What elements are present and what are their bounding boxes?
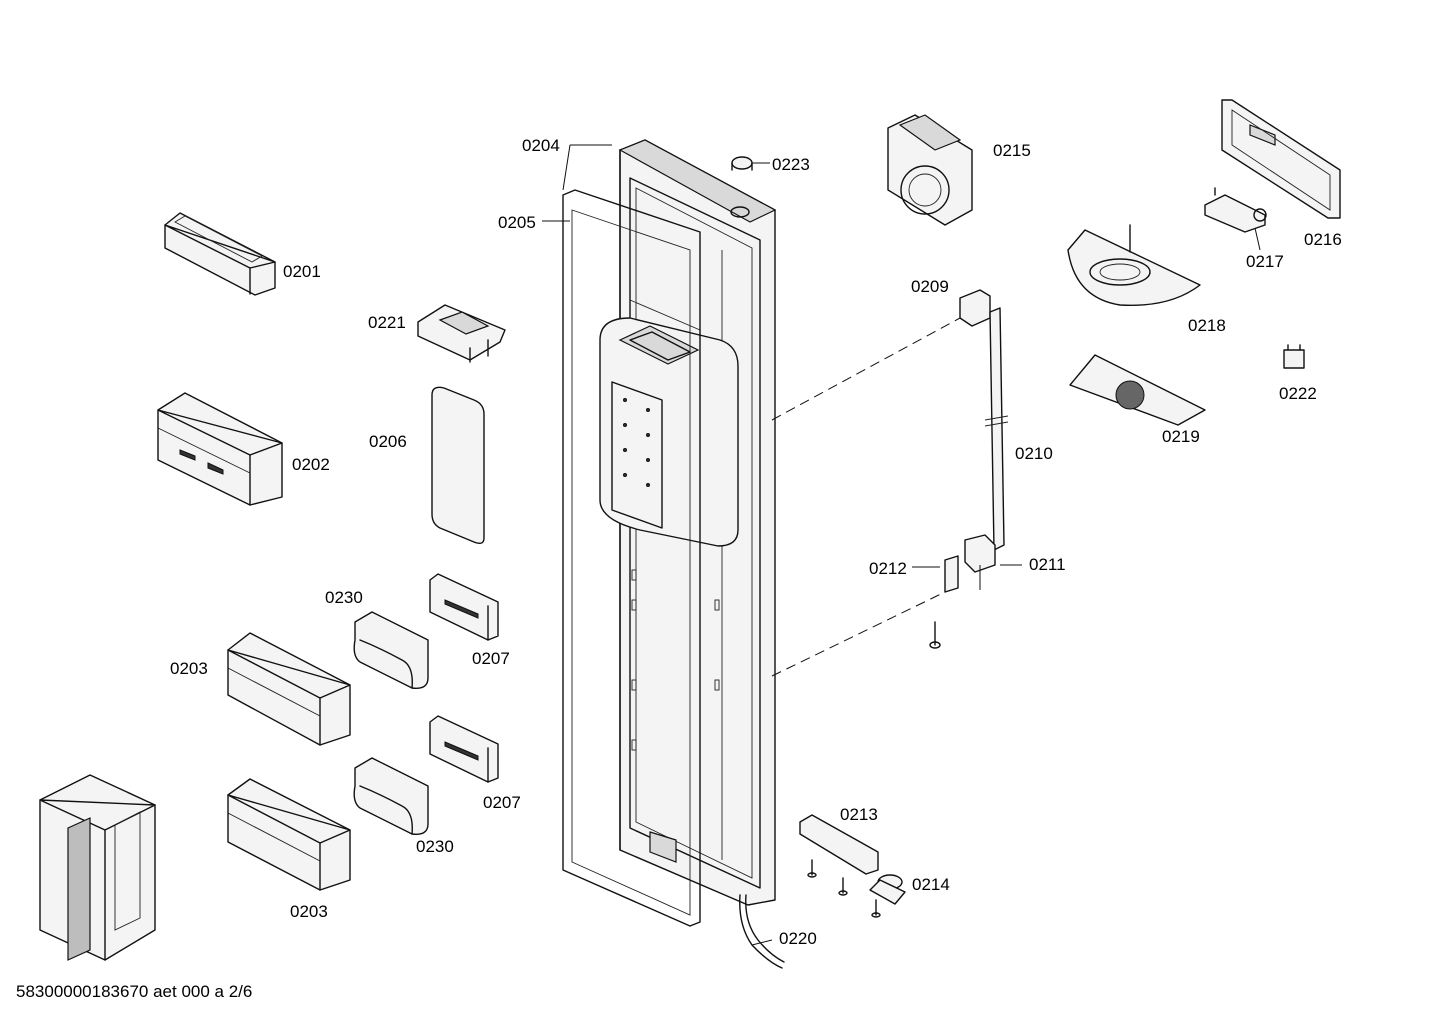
label-0220[interactable]: 0220: [779, 929, 817, 948]
label-0230-upper[interactable]: 0230: [325, 588, 363, 607]
label-0207-lower[interactable]: 0207: [483, 793, 521, 812]
cover-0221[interactable]: [417, 304, 506, 363]
door-gasket-0205[interactable]: [562, 189, 701, 927]
tube-0220[interactable]: [739, 894, 785, 969]
hinge-cover-0209[interactable]: [959, 289, 991, 327]
label-0203-upper[interactable]: 0203: [170, 659, 208, 678]
part-labels: 0201 0202 0203 0203 0204 0205 0206 0207 …: [170, 136, 1342, 948]
assembly-lines: [542, 144, 1261, 946]
label-0216[interactable]: 0216: [1304, 230, 1342, 249]
screw-0212[interactable]: [929, 621, 941, 649]
panel-0206[interactable]: [431, 386, 485, 545]
holder-0230-upper[interactable]: [353, 611, 429, 689]
label-0201[interactable]: 0201: [283, 262, 321, 281]
label-0218[interactable]: 0218: [1188, 316, 1226, 335]
label-0222[interactable]: 0222: [1279, 384, 1317, 403]
hinge-cover-0211[interactable]: [964, 534, 996, 573]
connector-0222[interactable]: [1283, 344, 1305, 369]
door-bin-0203-lower[interactable]: [227, 778, 351, 891]
funnel-0218[interactable]: [1067, 224, 1201, 307]
label-0206[interactable]: 0206: [369, 432, 407, 451]
label-0207-upper[interactable]: 0207: [472, 649, 510, 668]
label-0215[interactable]: 0215: [993, 141, 1031, 160]
holder-0230-lower[interactable]: [353, 757, 429, 835]
label-0212[interactable]: 0212: [869, 559, 907, 578]
document-id: 58300000183670 aet 000 a 2/6: [16, 982, 252, 1001]
label-0203-lower[interactable]: 0203: [290, 902, 328, 921]
valve-0217[interactable]: [1204, 187, 1267, 233]
label-0213[interactable]: 0213: [840, 805, 878, 824]
plug-0223[interactable]: [731, 156, 753, 171]
label-0219[interactable]: 0219: [1162, 427, 1200, 446]
label-0202[interactable]: 0202: [292, 455, 330, 474]
door-frame-0204[interactable]: [599, 139, 777, 906]
label-0223[interactable]: 0223: [772, 155, 810, 174]
label-0204[interactable]: 0204: [522, 136, 560, 155]
module-0216[interactable]: [1221, 99, 1341, 219]
hinge-0213[interactable]: [799, 814, 879, 875]
hinge-bushing-0214[interactable]: [869, 874, 906, 905]
rail-0210[interactable]: [984, 307, 1009, 551]
clip-0207-lower[interactable]: [429, 715, 499, 783]
label-0210[interactable]: 0210: [1015, 444, 1053, 463]
label-0211[interactable]: 0211: [1029, 555, 1066, 574]
appliance-cabinet-icon: [39, 774, 156, 961]
flap-motor-0215[interactable]: [887, 114, 973, 226]
label-0205[interactable]: 0205: [498, 213, 536, 232]
label-0230-lower[interactable]: 0230: [416, 837, 454, 856]
label-0221[interactable]: 0221: [368, 313, 406, 332]
door-bin-0201[interactable]: [164, 212, 276, 296]
label-0217[interactable]: 0217: [1246, 252, 1284, 271]
door-bin-0202[interactable]: [157, 392, 283, 506]
bracket-0212[interactable]: [944, 555, 959, 593]
clip-0207-upper[interactable]: [429, 573, 499, 641]
screws-0213: [807, 859, 881, 918]
cover-0219[interactable]: [1069, 354, 1206, 426]
label-0209[interactable]: 0209: [911, 277, 949, 296]
dispenser-buttons: [623, 398, 650, 487]
door-bin-0203-upper[interactable]: [227, 632, 351, 746]
label-0214[interactable]: 0214: [912, 875, 950, 894]
